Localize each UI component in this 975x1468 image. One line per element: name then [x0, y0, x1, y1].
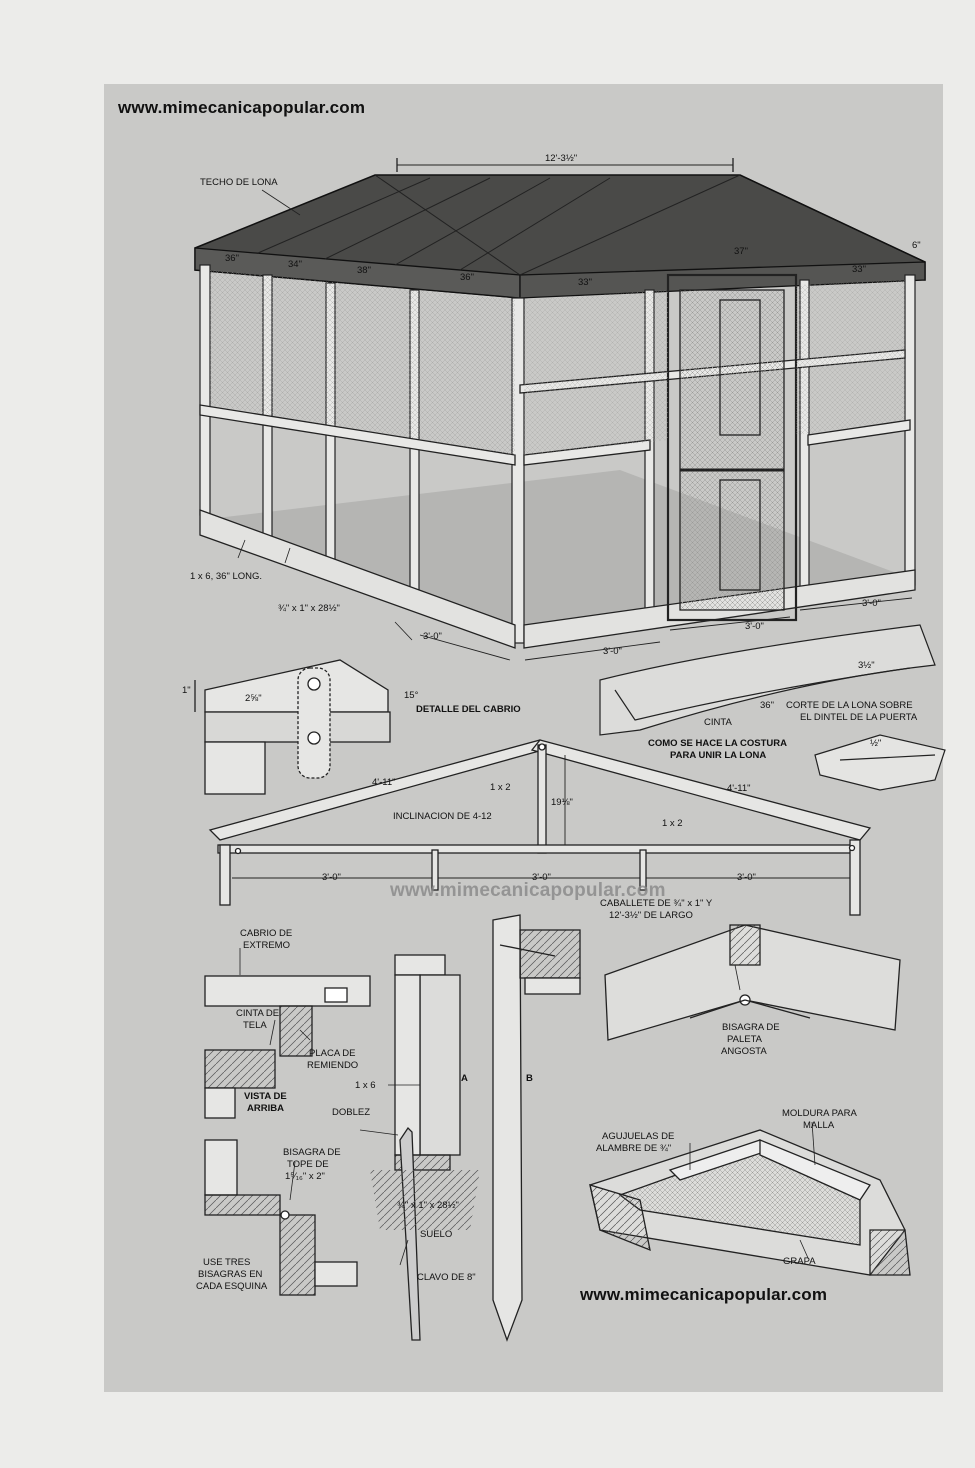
hinge-note-2: BISAGRAS EN — [198, 1269, 263, 1280]
stake-board: 1 x 6 — [355, 1080, 376, 1091]
corner-hinge-view — [204, 1139, 358, 1296]
base-board-label: 1 x 6, 36" LONG. — [190, 571, 263, 582]
stake-bend: DOBLEZ — [332, 1107, 371, 1118]
seam-cut-note-2: EL DINTEL DE LA PUERTA — [800, 712, 918, 723]
cloth-tape-2: TELA — [243, 1020, 267, 1031]
watermark-middle[interactable]: www.mimecanicapopular.com — [390, 880, 666, 901]
end-rafter-2: EXTREMO — [243, 940, 290, 951]
rafter-rise: 1" — [182, 685, 191, 696]
ridge-length: 12'-3½" — [545, 153, 578, 164]
cloth-tape-1: CINTA DE — [236, 1008, 280, 1019]
ridge-detail — [604, 924, 901, 1041]
rafter-width: 2⅝" — [245, 693, 262, 704]
watermark-bottom[interactable]: www.mimecanicapopular.com — [580, 1285, 828, 1304]
panel-width-4: 36" — [460, 272, 474, 283]
seam-tape: CINTA — [704, 717, 732, 728]
stake-strip: ¾" x 1" x 28½" — [397, 1200, 459, 1211]
butt-hinge-3: 1⁵⁄₁₆" x 2" — [285, 1171, 325, 1182]
patch-plate-2: REMIENDO — [307, 1060, 359, 1071]
stake-nail: CLAVO DE 8" — [417, 1272, 476, 1283]
truss-span-3: 3'-0" — [737, 872, 756, 883]
roof-label: TECHO DE LONA — [200, 177, 278, 188]
rafter-angle: 15° — [404, 690, 419, 701]
end-rafter-1: CABRIO DE — [240, 928, 293, 939]
truss-slope: INCLINACION DE 4-12 — [393, 811, 492, 822]
seam-fold: ½" — [870, 738, 882, 749]
panel-width-7: 33" — [852, 264, 866, 275]
clip-label: GRAPA — [783, 1256, 816, 1267]
ridge-board-1: CABALLETE DE ¾" x 1" Y — [600, 898, 713, 909]
leader-lines — [237, 189, 816, 1266]
ridge-hinge-2: PALETA — [727, 1034, 763, 1045]
ridge-hinge-1: BISAGRA DE — [722, 1022, 780, 1033]
rafter-detail — [194, 659, 391, 795]
seam-length: 36" — [760, 700, 774, 711]
butt-hinge-2: TOPE DE — [287, 1159, 329, 1170]
gazebo-perspective — [194, 158, 926, 661]
watermark-top[interactable]: www.mimecanicapopular.com — [118, 98, 366, 117]
panel-width-6: 37" — [734, 246, 748, 257]
seam-title-2: PARA UNIR LA LONA — [670, 750, 767, 761]
ridge-board-2: 12'-3½" DE LARGO — [609, 910, 693, 921]
ridge-hinge-3: ANGOSTA — [721, 1046, 767, 1057]
bay-width-1: 3'-0" — [423, 631, 442, 642]
seam-detail — [599, 624, 946, 791]
screen-door — [666, 273, 798, 622]
hinge-note-1: USE TRES — [203, 1257, 251, 1268]
staples-1: AGUJUELAS DE — [602, 1131, 675, 1142]
patch-plate-1: PLACA DE — [309, 1048, 356, 1059]
truss-span-1: 3'-0" — [322, 872, 341, 883]
truss-post-label: 1 x 2 — [490, 782, 511, 793]
panel-width-2: 34" — [288, 259, 302, 270]
bay-width-2: 3'-0" — [603, 646, 622, 657]
stake-letter-a: A — [461, 1073, 468, 1084]
panel-width-5: 33" — [578, 277, 592, 288]
truss-height: 19⅛" — [551, 797, 573, 808]
truss-rafter-left: 4'-11" — [372, 777, 396, 788]
eave-height: 6" — [912, 240, 921, 251]
panel-width-3: 38" — [357, 265, 371, 276]
bay-width-3: 3'-0" — [745, 621, 764, 632]
molding-2: MALLA — [803, 1120, 835, 1131]
rafter-detail-title: DETALLE DEL CABRIO — [416, 704, 521, 715]
stake-ground: SUELO — [420, 1229, 453, 1240]
top-view-1: VISTA DE — [244, 1091, 287, 1102]
truss-tie-label: 1 x 2 — [662, 818, 683, 829]
corner-top-view — [204, 975, 371, 1119]
bay-width-4: 3'-0" — [862, 598, 881, 609]
top-view-2: ARRIBA — [247, 1103, 284, 1114]
hinge-note-3: CADA ESQUINA — [196, 1281, 268, 1292]
truss-rafter-right: 4'-11" — [727, 783, 751, 794]
molding-1: MOLDURA PARA — [782, 1108, 857, 1119]
staples-2: ALAMBRE DE ¾" — [596, 1143, 672, 1154]
panel-width-1: 36" — [225, 253, 239, 264]
stake-letter-b: B — [526, 1073, 533, 1084]
seam-offset: 3½" — [858, 660, 875, 671]
seam-title-1: COMO SE HACE LA COSTURA — [648, 738, 787, 749]
truss-diagram — [208, 739, 872, 916]
seam-cut-note-1: CORTE DE LA LONA SOBRE — [786, 700, 913, 711]
butt-hinge-1: BISAGRA DE — [283, 1147, 341, 1158]
truss-span-2: 3'-0" — [532, 872, 551, 883]
screen-molding-detail — [589, 1129, 911, 1276]
stake-detail — [370, 914, 581, 1342]
strip-label: ¾" x 1" x 28½" — [278, 603, 340, 614]
